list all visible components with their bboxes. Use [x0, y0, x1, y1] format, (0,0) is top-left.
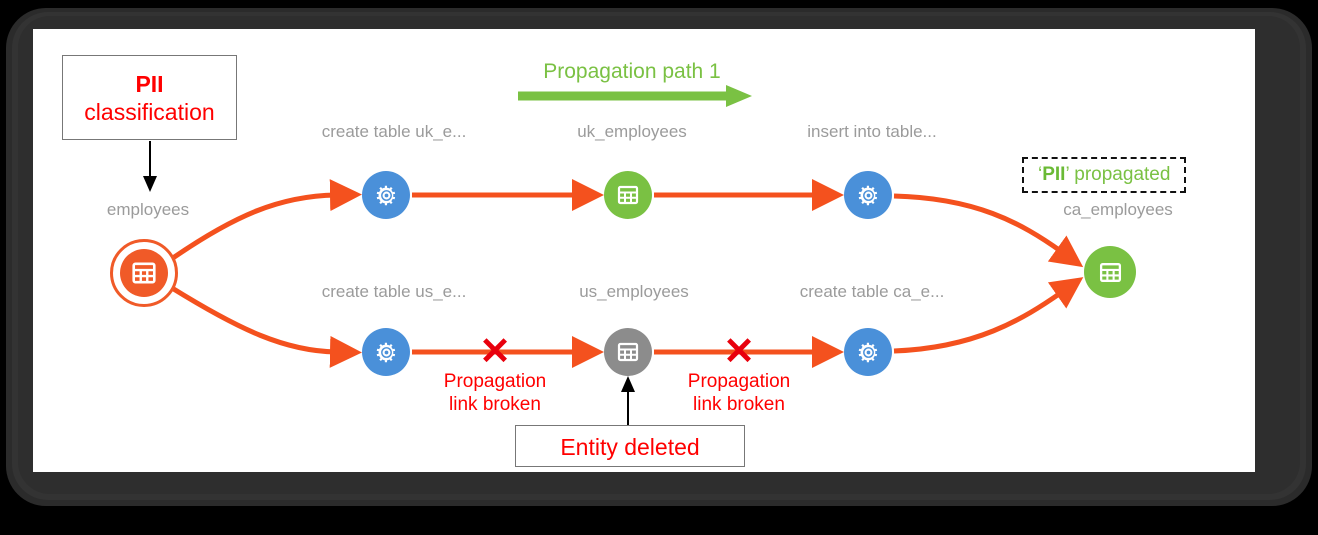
top-node-2-label: uk_employees — [577, 122, 687, 141]
pii-propagated-text: propagated — [1069, 164, 1171, 185]
broken-link-caption-2: Propagation link broken — [688, 370, 790, 416]
quote-open: ‘ — [1038, 164, 1043, 185]
top-node-2-table-uk-employees[interactable] — [604, 171, 652, 219]
source-node-label: employees — [106, 200, 190, 219]
target-node-ca-employees[interactable] — [1084, 246, 1136, 298]
source-node-employees[interactable] — [120, 249, 168, 297]
entity-deleted-box: Entity deleted — [515, 425, 745, 467]
pii-propagated-badge: ‘PII’ propagated — [1022, 157, 1187, 193]
top-node-3-process[interactable] — [844, 171, 892, 219]
table-icon — [617, 185, 639, 205]
table-icon — [617, 342, 639, 362]
bottom-node-3-process[interactable] — [844, 328, 892, 376]
broken-link-x-icon-1: ✕ — [479, 331, 511, 373]
broken-link-caption-2-line2: link broken — [693, 394, 785, 415]
gear-icon — [858, 342, 877, 362]
table-icon — [132, 262, 156, 284]
top-node-3-label: insert into table... — [807, 122, 937, 141]
pii-propagated-tag: PII — [1042, 164, 1066, 185]
broken-link-x-icon-2: ✕ — [723, 331, 755, 373]
propagation-path-title: Propagation path 1 — [543, 60, 721, 83]
broken-link-caption-2-line1: Propagation — [687, 371, 791, 392]
broken-link-caption-1-line1: Propagation — [443, 371, 547, 392]
broken-link-caption-1-line2: link broken — [449, 394, 541, 415]
bottom-node-1-process[interactable] — [362, 328, 410, 376]
bottom-node-1-label: create table us_e... — [321, 282, 467, 301]
bottom-node-3-label: create table ca_e... — [799, 282, 945, 301]
bottom-node-2-label: us_employees — [579, 282, 689, 301]
quote-close: ’ — [1065, 164, 1069, 185]
target-node-label: ca_employees — [1063, 200, 1173, 219]
entity-deleted-label: Entity deleted — [560, 434, 700, 460]
top-node-1-process[interactable] — [362, 171, 410, 219]
bottom-node-2-table-us-employees-deleted[interactable] — [604, 328, 652, 376]
gear-icon — [376, 185, 395, 205]
pii-box-subtitle: classification — [84, 99, 215, 125]
broken-link-caption-1: Propagation link broken — [444, 370, 546, 416]
pii-box-title: PII — [135, 71, 164, 97]
top-node-1-label: create table uk_e... — [321, 122, 467, 141]
pii-classification-box: PII classification — [62, 55, 237, 140]
gear-icon — [376, 342, 395, 362]
table-icon — [1099, 262, 1121, 282]
gear-icon — [858, 185, 877, 205]
